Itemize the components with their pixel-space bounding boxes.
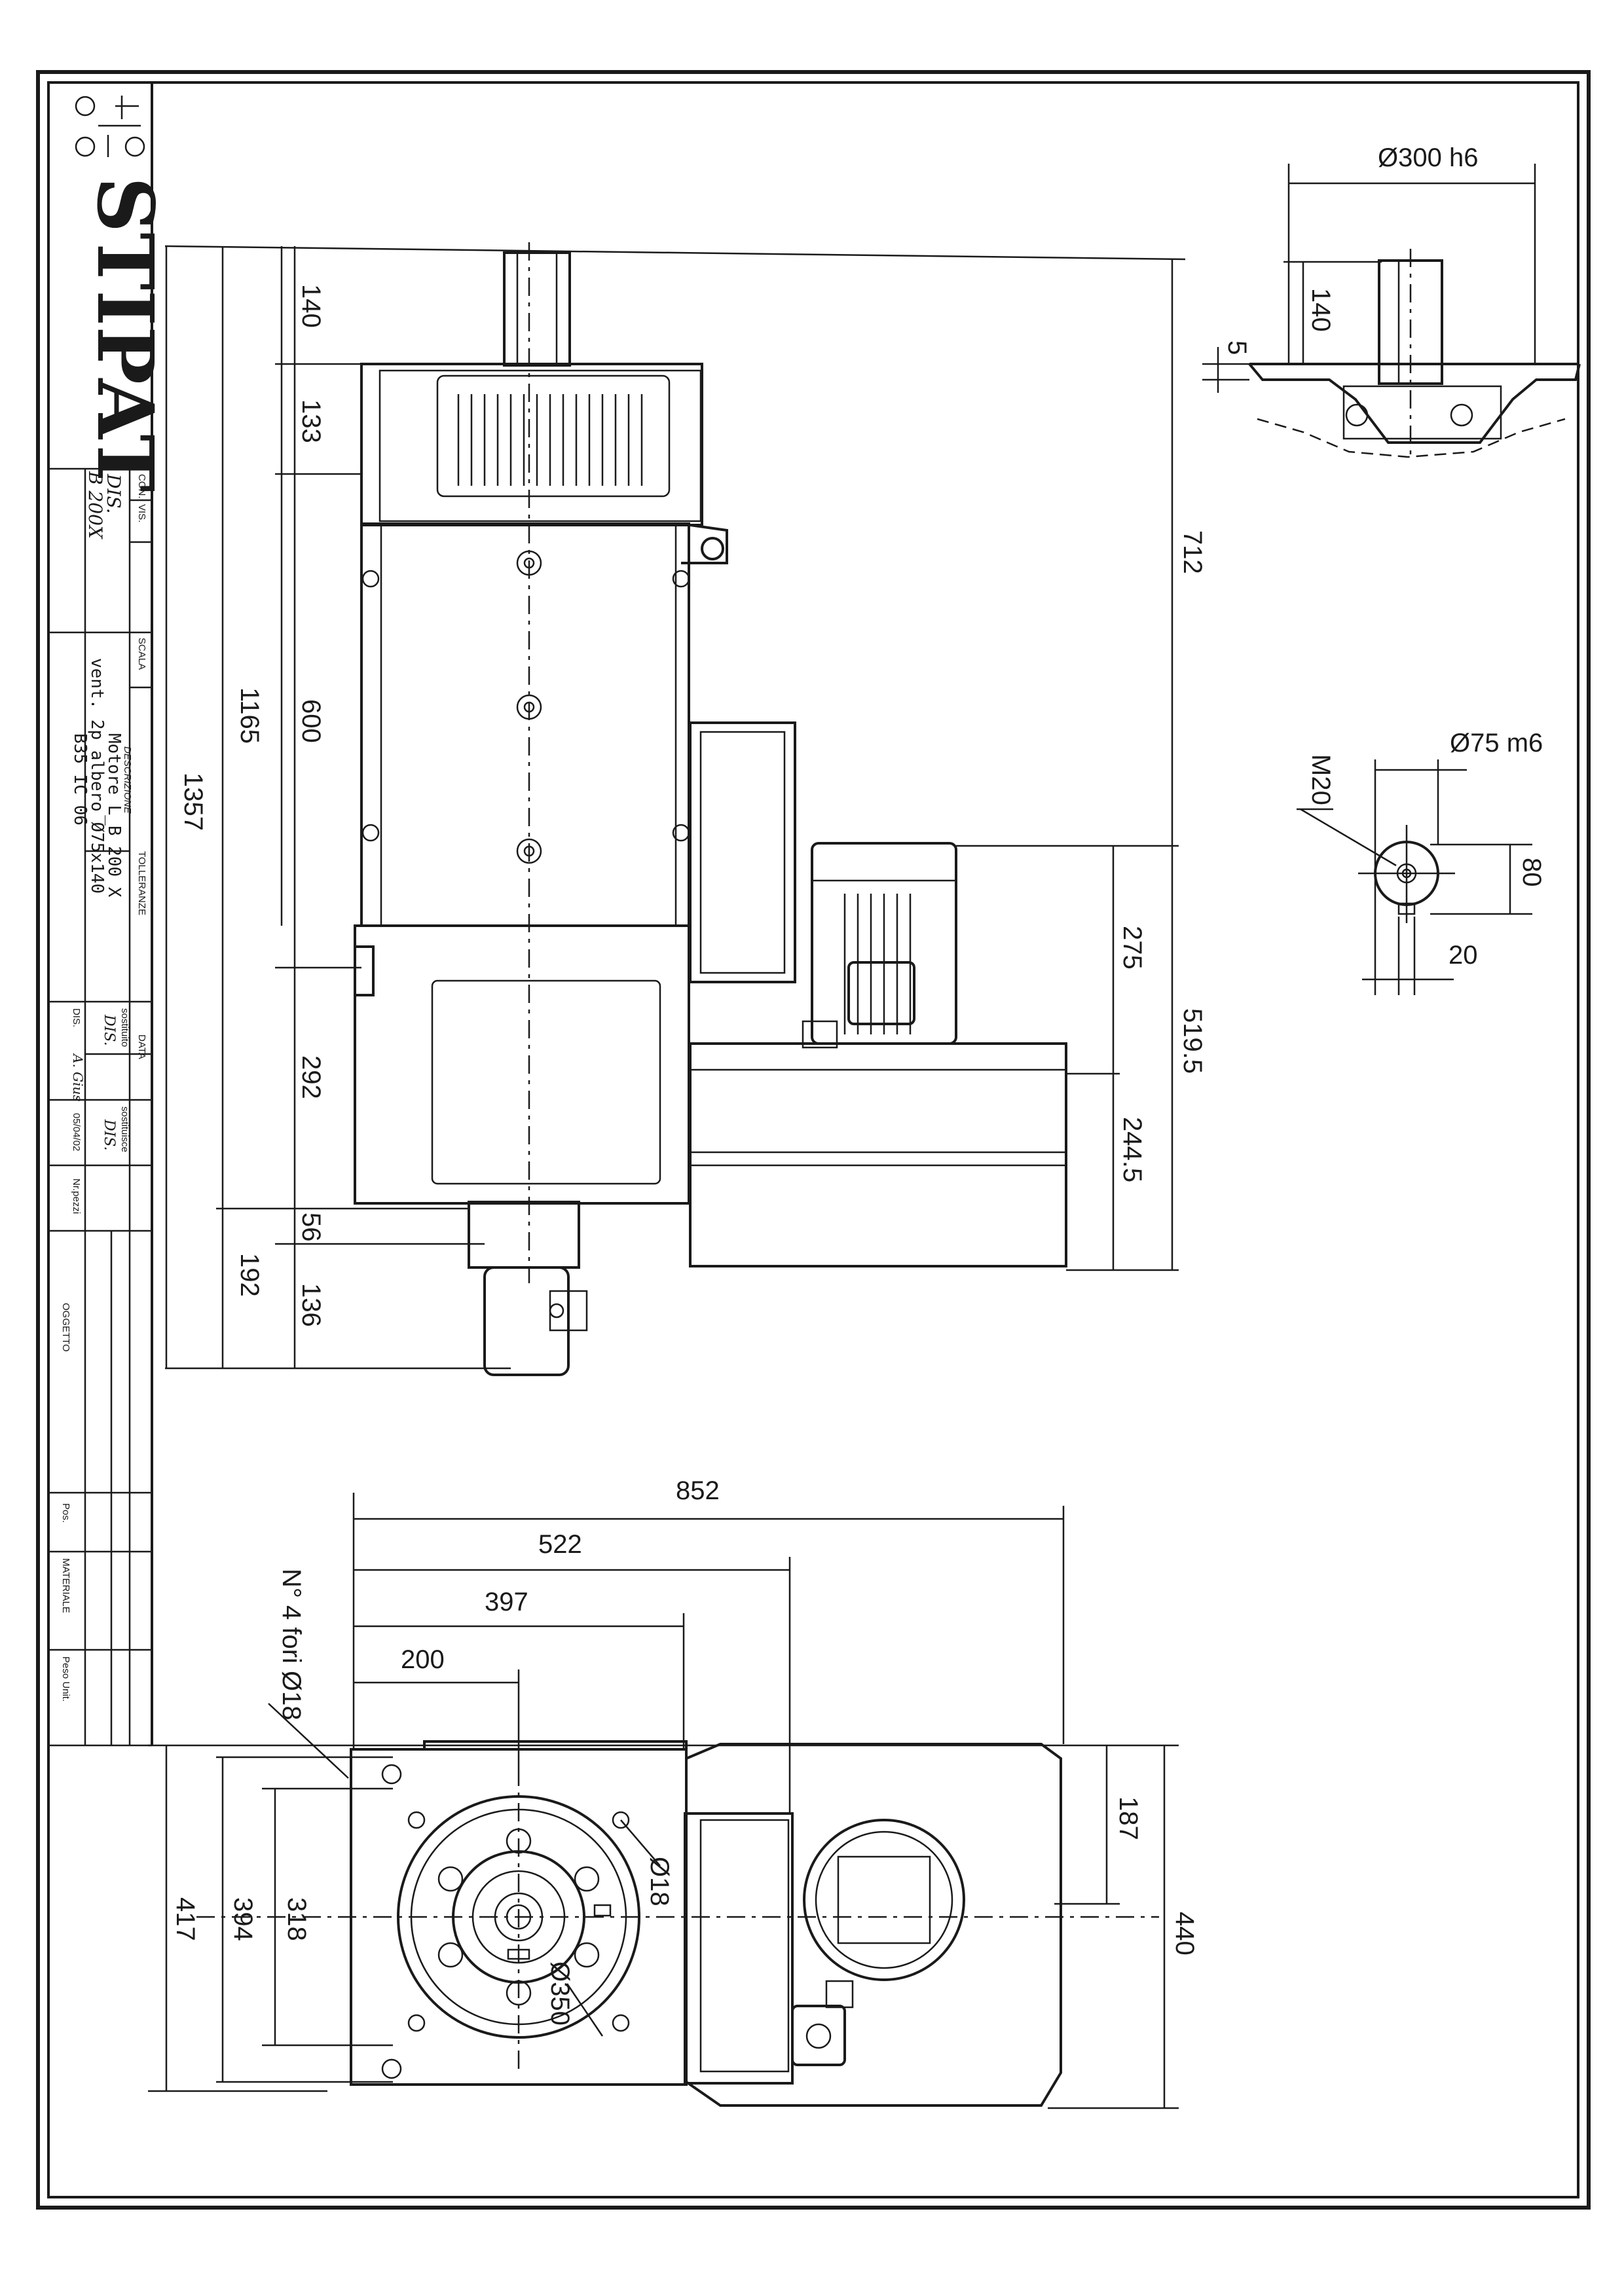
dim-200: 200 bbox=[401, 1645, 445, 1674]
electrical-symbol-icon bbox=[75, 96, 145, 157]
description-line1: Motore L_B 200 X bbox=[104, 733, 124, 898]
shaft-detail bbox=[1297, 759, 1532, 995]
sostituisce-label: sostituisce bbox=[119, 1106, 130, 1152]
vis-label: VIS. bbox=[136, 504, 147, 522]
dis-short-1: DIS. bbox=[101, 1014, 117, 1046]
materiale-label: MATERIALE bbox=[60, 1558, 71, 1613]
dim-1165: 1165 bbox=[235, 687, 264, 744]
dim-712: 712 bbox=[1178, 530, 1207, 574]
holes-note: N° 4 fori Ø18 bbox=[277, 1569, 306, 1721]
dim-318: 318 bbox=[282, 1897, 311, 1941]
dim-417: 417 bbox=[171, 1897, 200, 1941]
con-label: CON. bbox=[136, 474, 147, 499]
dim-244-5: 244.5 bbox=[1118, 1117, 1147, 1182]
flange-detail bbox=[1202, 164, 1581, 458]
dim-d18: Ø18 bbox=[645, 1857, 674, 1906]
dim-519-5: 519.5 bbox=[1178, 1008, 1207, 1074]
dim-192: 192 bbox=[235, 1253, 264, 1297]
shaft-dim-80: 80 bbox=[1517, 858, 1546, 887]
dis-short-2: DIS. bbox=[101, 1119, 117, 1151]
cooling-fins bbox=[457, 394, 643, 486]
title-block: STIPAT CON. VIS. DIS. B 200X SCALA DESCR… bbox=[48, 96, 171, 1747]
side-view-motor bbox=[354, 242, 1067, 1376]
dim-136: 136 bbox=[297, 1283, 325, 1327]
dim-394: 394 bbox=[229, 1897, 257, 1941]
scala-label: SCALA bbox=[136, 638, 147, 670]
sheet-border bbox=[36, 70, 1591, 2210]
brand-logo: STIPAT bbox=[80, 177, 171, 492]
shaft-thread: M20 bbox=[1306, 754, 1335, 805]
tolleranze-label: TOLLERANZE bbox=[136, 851, 147, 915]
description-line2: vent. 2p albero Ø75x140 bbox=[87, 658, 107, 894]
designer-name: A. Gius bbox=[70, 1053, 86, 1102]
flange-diameter: Ø300 h6 bbox=[1378, 143, 1478, 172]
dim-440: 440 bbox=[1170, 1912, 1199, 1956]
oggetto-label: OGGETTO bbox=[60, 1303, 71, 1352]
dim-275: 275 bbox=[1118, 926, 1147, 970]
dim-397: 397 bbox=[485, 1588, 528, 1616]
dis-name-label: DIS. bbox=[71, 1008, 82, 1027]
front-view-dim-labels: 852 522 397 200 N° 4 fori Ø18 Ø18 Ø350 1… bbox=[171, 1476, 1199, 2026]
nr-pezzi-label: Nr.pezzi bbox=[71, 1178, 82, 1214]
front-view-motor bbox=[196, 1740, 1159, 2107]
pos-label: Pos. bbox=[60, 1503, 71, 1523]
dim-292: 292 bbox=[297, 1055, 325, 1099]
body-bolts bbox=[361, 550, 690, 864]
dim-600: 600 bbox=[297, 699, 325, 743]
data-label: DATA bbox=[136, 1034, 147, 1059]
side-view-dimensions bbox=[164, 245, 1186, 1370]
sostituito-label: sostituito bbox=[119, 1008, 130, 1047]
peso-label: Peso Unit. bbox=[60, 1656, 71, 1702]
dim-522: 522 bbox=[538, 1530, 582, 1559]
side-view-dim-labels: 140 133 600 1165 1357 292 56 136 192 712… bbox=[179, 284, 1207, 1327]
dim-56: 56 bbox=[297, 1212, 325, 1242]
date-value: 05/04/02 bbox=[71, 1113, 82, 1151]
drawing-number: B 200X bbox=[84, 471, 106, 539]
descrizione-label: DESCRIZIONE bbox=[122, 746, 133, 814]
front-view-dimensions bbox=[148, 1493, 1179, 2109]
flange-dim-140: 140 bbox=[1306, 288, 1335, 332]
shaft-diameter: Ø75 m6 bbox=[1450, 729, 1543, 757]
dim-d350: Ø350 bbox=[545, 1961, 574, 2026]
dis-label: DIS. bbox=[103, 473, 124, 514]
shaft-dim-20: 20 bbox=[1449, 941, 1478, 970]
dim-133: 133 bbox=[297, 399, 325, 443]
dim-1357: 1357 bbox=[179, 773, 208, 831]
dim-852: 852 bbox=[676, 1476, 720, 1505]
dim-187: 187 bbox=[1114, 1796, 1143, 1840]
dim-140: 140 bbox=[297, 284, 325, 328]
flange-dim-5: 5 bbox=[1223, 340, 1251, 355]
description-line3: B35 IC 06 bbox=[70, 733, 90, 826]
